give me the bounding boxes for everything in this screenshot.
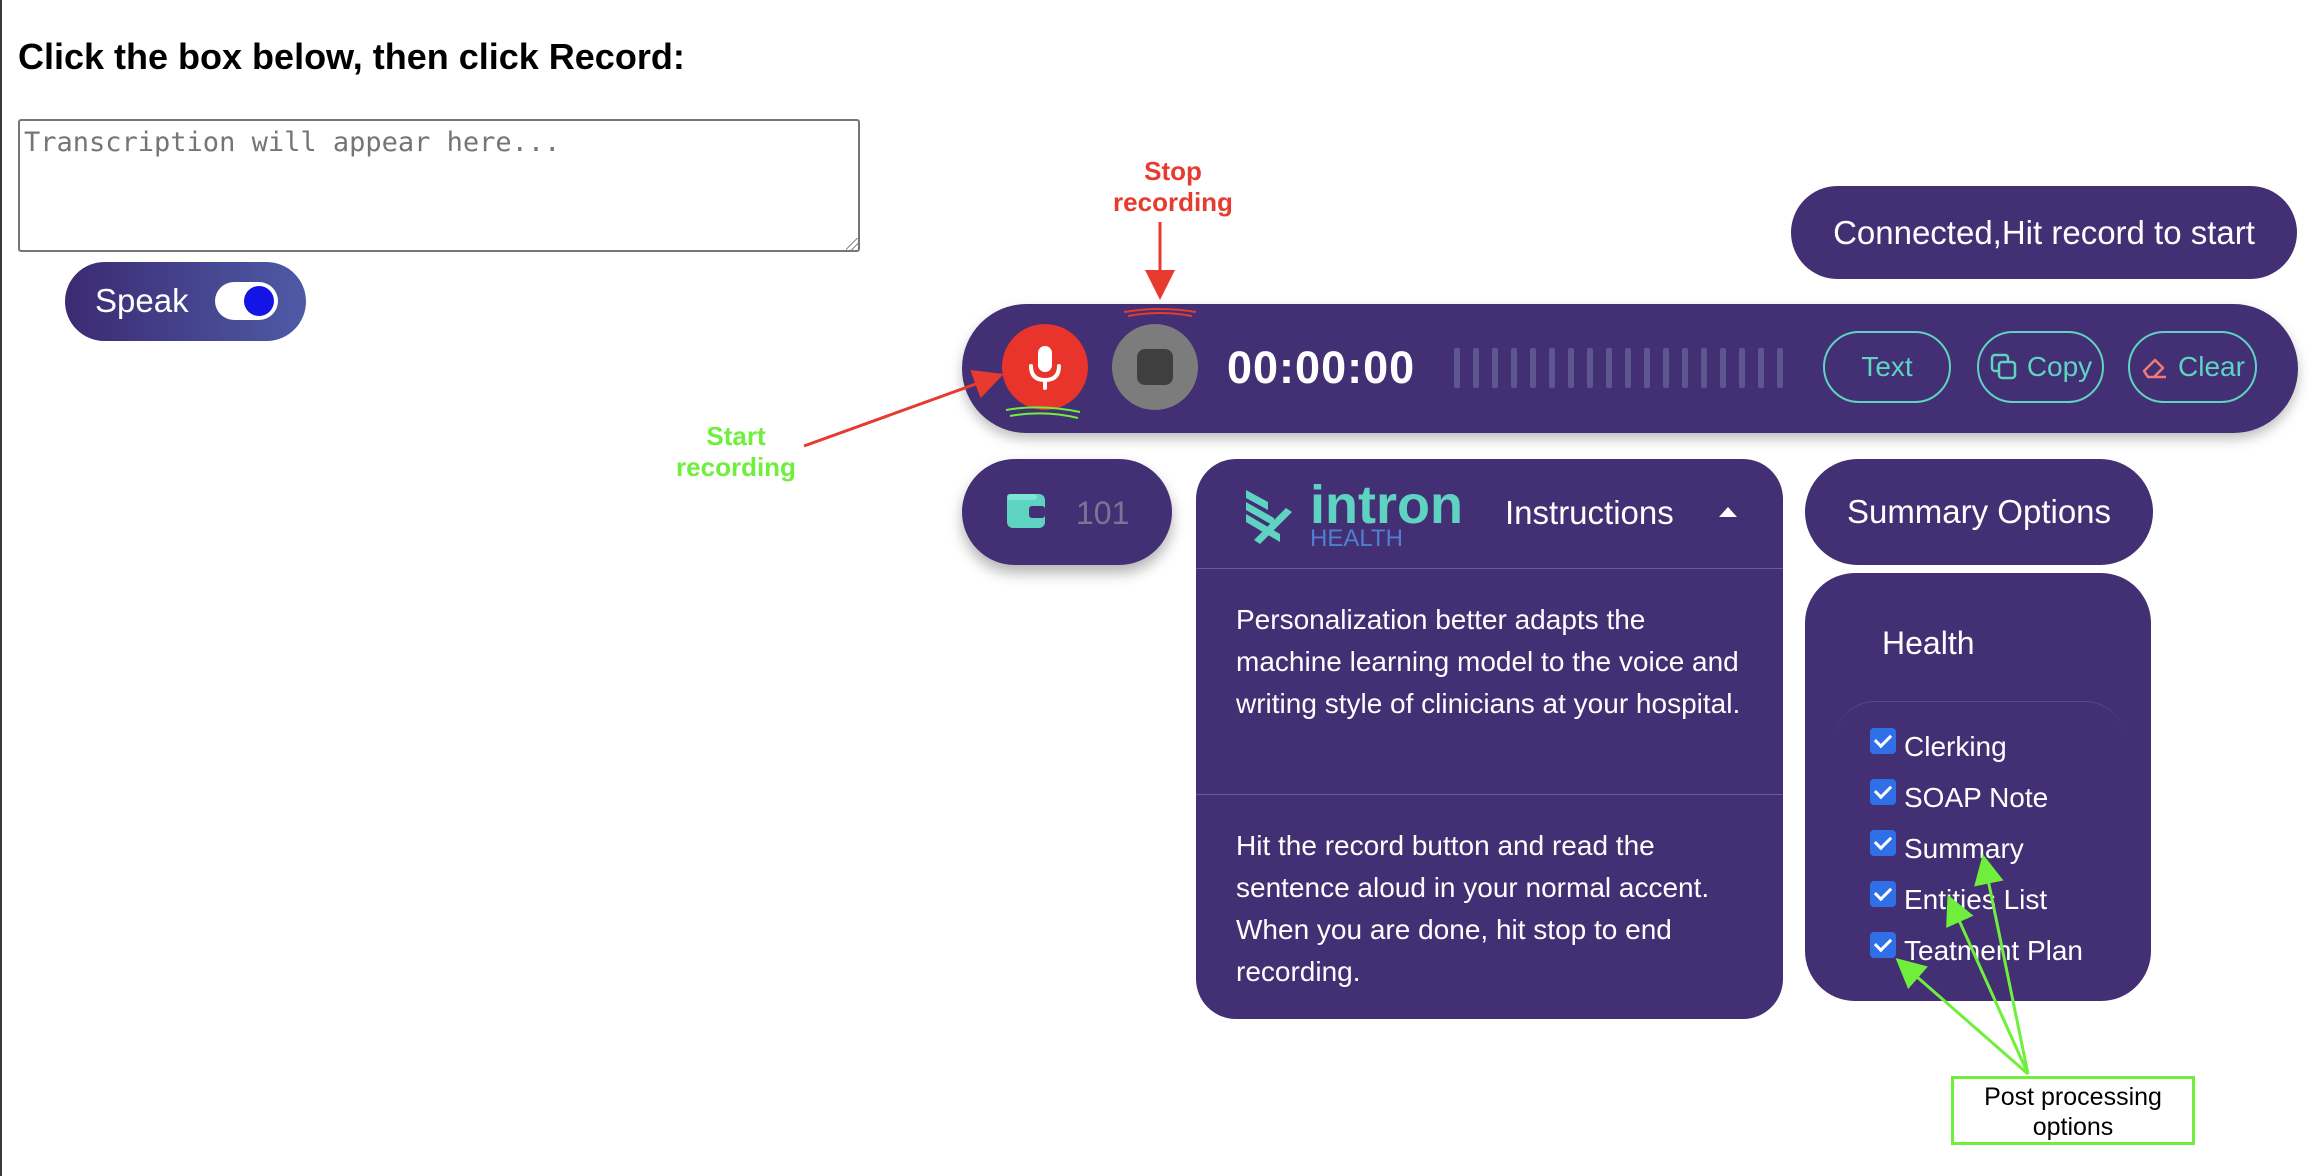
- clear-button[interactable]: Clear: [2128, 331, 2257, 403]
- credits-counter[interactable]: 101: [962, 459, 1172, 565]
- option-treatment-plan[interactable]: Teatment Plan: [1870, 932, 2083, 967]
- intron-health-logo: intron HEALTH: [1246, 480, 1463, 550]
- checkbox-checked[interactable]: [1870, 881, 1896, 907]
- checkbox-checked[interactable]: [1870, 932, 1896, 958]
- copy-button[interactable]: Copy: [1977, 331, 2104, 403]
- instructions-divider-2: [1196, 794, 1783, 795]
- checkbox-checked[interactable]: [1870, 830, 1896, 856]
- recorder-bar: 00:00:00 Text Copy Clear: [962, 304, 2298, 433]
- option-clerking[interactable]: Clerking: [1870, 728, 2007, 763]
- clear-button-label: Clear: [2178, 351, 2245, 382]
- eraser-icon: [2142, 358, 2167, 379]
- text-button[interactable]: Text: [1823, 331, 1951, 403]
- options-container: [1835, 701, 2125, 982]
- health-options-panel: Health Clerking SOAP Note Summary Entiti…: [1805, 573, 2151, 1001]
- wallet-icon: [1007, 494, 1045, 528]
- audio-level-meter: [1454, 348, 1804, 388]
- transcription-input[interactable]: [18, 119, 860, 252]
- status-text: Connected,Hit record to start: [1833, 213, 2255, 251]
- copy-button-label: Copy: [2026, 351, 2093, 382]
- page-heading: Click the box below, then click Record:: [18, 36, 685, 77]
- instructions-paragraph-1: Personalization better adapts the machin…: [1236, 604, 1741, 719]
- svg-text:intron: intron: [1310, 480, 1463, 535]
- stop-icon: [1137, 349, 1173, 385]
- svg-text:HEALTH: HEALTH: [1310, 525, 1403, 550]
- copy-icon: [1990, 353, 2017, 380]
- instructions-title[interactable]: Instructions: [1505, 494, 1674, 531]
- checkbox-checked[interactable]: [1870, 728, 1896, 754]
- microphone-icon: [1029, 346, 1061, 390]
- connection-status: Connected,Hit record to start: [1791, 186, 2297, 279]
- resize-grip[interactable]: [846, 238, 858, 250]
- summary-options-button[interactable]: Summary Options: [1805, 459, 2153, 565]
- record-button[interactable]: [1002, 324, 1088, 410]
- speak-label: Speak: [95, 282, 189, 319]
- option-soap-note[interactable]: SOAP Note: [1870, 779, 2048, 814]
- recording-timer: 00:00:00: [1227, 342, 1416, 393]
- stop-button[interactable]: [1112, 324, 1198, 410]
- speak-switch[interactable]: [215, 282, 278, 320]
- instructions-divider: [1196, 568, 1783, 569]
- switch-knob: [244, 286, 274, 316]
- collapse-caret-icon[interactable]: [1719, 507, 1737, 517]
- option-entities-list[interactable]: Entities List: [1870, 881, 2047, 916]
- window-edge: [0, 0, 2, 1176]
- summary-options-label: Summary Options: [1846, 493, 2112, 530]
- instructions-paragraph-2: Hit the record button and read the sente…: [1236, 830, 1710, 987]
- credits-value: 101: [1076, 495, 1130, 531]
- checkbox-checked[interactable]: [1870, 779, 1896, 805]
- option-summary[interactable]: Summary: [1870, 830, 2024, 865]
- instructions-panel: intron HEALTH Instructions Personalizati…: [1196, 459, 1783, 1019]
- speak-toggle[interactable]: Speak: [65, 262, 306, 341]
- text-button-label: Text: [1861, 351, 1913, 382]
- health-category-title: Health: [1882, 625, 1975, 661]
